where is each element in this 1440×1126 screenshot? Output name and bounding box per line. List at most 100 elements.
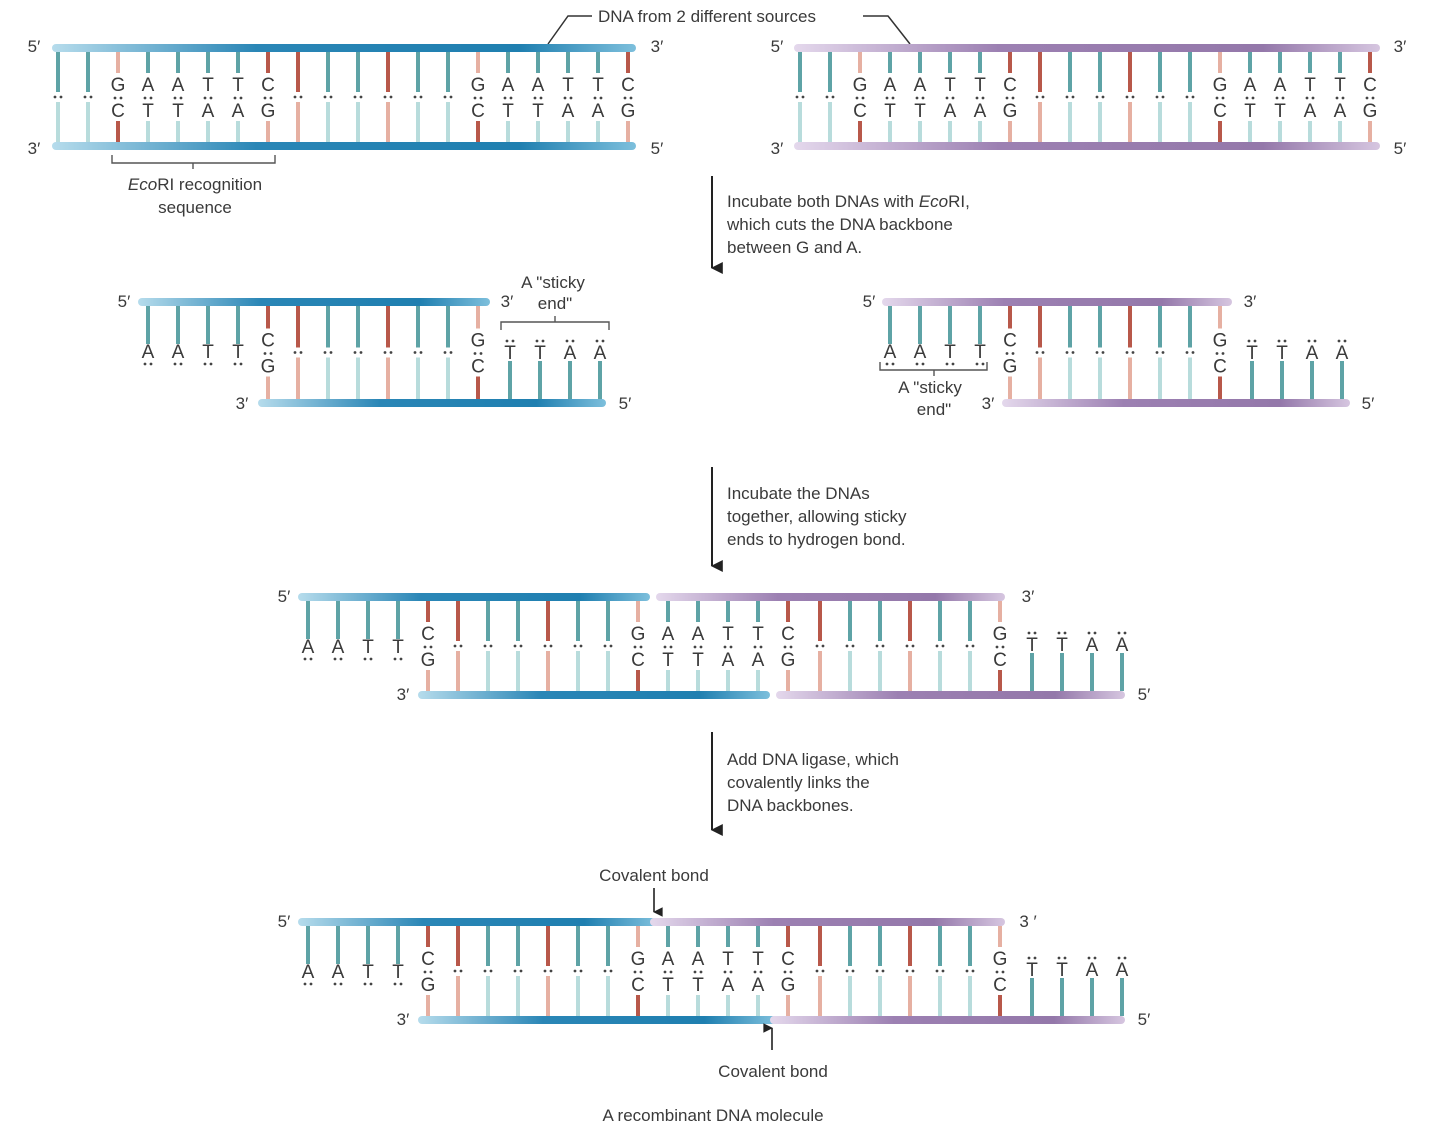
covalent-bond-label-bottom: Covalent bond <box>718 1062 828 1081</box>
ligated-bottom-strand-blue <box>418 1016 776 1024</box>
label-5prime: 5′ <box>771 37 784 56</box>
dna-sources-leader-left <box>547 15 592 45</box>
label-5prime: 5′ <box>1394 139 1407 158</box>
hydrogen-bond-dots <box>519 644 523 648</box>
hydrogen-bond-dots <box>639 970 643 974</box>
step-2-note-line: ends to hydrogen bond. <box>727 530 906 549</box>
overhang-base: T <box>1056 635 1068 656</box>
overhang-dots <box>1277 339 1281 343</box>
hydrogen-bond-dots <box>1191 95 1195 99</box>
hydrogen-bond-dots <box>519 969 523 973</box>
base-letter-bottom: T <box>692 975 704 996</box>
hydrogen-bond-dots <box>845 644 849 648</box>
hydrogen-bond-dots <box>875 644 879 648</box>
hydrogen-bond-dots <box>1215 352 1219 355</box>
overhang-dots <box>149 362 153 366</box>
label-5prime: 5′ <box>619 394 632 413</box>
overhang-dots <box>1087 631 1091 635</box>
hydrogen-bond-dots <box>699 645 703 649</box>
base-letter-bottom: T <box>914 101 926 122</box>
label-3prime: 3′ <box>397 685 410 704</box>
hydrogen-bond-dots <box>389 95 393 99</box>
base-letter-top: G <box>471 75 486 96</box>
hydrogen-bond-dots <box>323 351 327 354</box>
purple-dna-bottom-strand <box>794 142 1380 150</box>
overhang-dots <box>595 339 599 343</box>
base-letter-bottom: G <box>421 650 436 671</box>
hydrogen-bond-dots <box>915 96 919 100</box>
overhang-dots <box>601 339 605 343</box>
hydrogen-bond-dots <box>663 970 667 974</box>
base-letter-top: G <box>111 75 126 96</box>
step-note-segment: DNA backbones. <box>727 796 854 815</box>
purple-dna-top-strand <box>794 44 1380 52</box>
hydrogen-bond-dots <box>473 96 477 100</box>
hydrogen-bond-dots <box>905 969 909 973</box>
base-letter-top: C <box>1003 331 1017 352</box>
hydrogen-bond-dots <box>1275 96 1279 100</box>
hydrogen-bond-dots <box>1221 352 1225 355</box>
overhang-dots <box>1033 956 1037 960</box>
annealed-top-strand-blue <box>298 593 650 601</box>
hydrogen-bond-dots <box>825 95 829 99</box>
overhang-dots <box>203 362 207 366</box>
hydrogen-bond-dots <box>413 351 417 354</box>
hydrogen-bond-dots <box>753 970 757 974</box>
overhang-dots <box>339 657 343 661</box>
step-note-segment: RI, <box>948 192 970 211</box>
hydrogen-bond-dots <box>759 645 763 649</box>
hydrogen-bond-dots <box>293 95 297 99</box>
hydrogen-bond-dots <box>921 96 925 100</box>
base-letter-bottom: C <box>631 650 645 671</box>
hydrogen-bond-dots <box>329 95 333 99</box>
hydrogen-bond-dots <box>831 95 835 99</box>
base-letter-top: T <box>944 75 956 96</box>
overhang-base: T <box>1246 343 1258 364</box>
hydrogen-bond-dots <box>1065 95 1069 99</box>
overhang-dots <box>1253 339 1257 343</box>
step-1-note-line: which cuts the DNA backbone <box>726 215 953 234</box>
hydrogen-bond-dots <box>543 969 547 973</box>
overhang-base: A <box>172 342 185 363</box>
label-3prime: 3′ <box>651 37 664 56</box>
overhang-base: T <box>232 342 244 363</box>
hydrogen-bond-dots <box>663 645 667 649</box>
base-letter-bottom: C <box>111 101 125 122</box>
hydrogen-bond-dots <box>821 644 825 648</box>
overhang-base: A <box>884 342 897 363</box>
hydrogen-bond-dots <box>1065 351 1069 354</box>
blue-fragment-bottom-strand <box>258 399 606 407</box>
overhang-base: A <box>1086 635 1099 656</box>
hydrogen-bond-dots <box>299 351 303 354</box>
overhang-dots <box>1027 631 1031 635</box>
hydrogen-bond-dots <box>459 969 463 973</box>
overhang-dots <box>1337 339 1341 343</box>
base-letter-bottom: A <box>752 650 765 671</box>
base-letter-bottom: A <box>752 975 765 996</box>
base-letter-top: T <box>1334 75 1346 96</box>
hydrogen-bond-dots <box>1251 96 1255 100</box>
base-letter-top: G <box>993 949 1008 970</box>
label-5prime: 5′ <box>1138 1010 1151 1029</box>
hydrogen-bond-dots <box>239 96 243 100</box>
hydrogen-bond-dots <box>569 96 573 100</box>
overhang-base: T <box>1026 635 1038 656</box>
hydrogen-bond-dots <box>881 969 885 973</box>
hydrogen-bond-dots <box>669 645 673 649</box>
hydrogen-bond-dots <box>443 351 447 354</box>
hydrogen-bond-dots <box>1341 96 1345 100</box>
hydrogen-bond-dots <box>329 351 333 354</box>
hydrogen-bond-dots <box>1131 351 1135 354</box>
overhang-dots <box>1313 339 1317 343</box>
hydrogen-bond-dots <box>423 645 427 649</box>
base-letter-bottom: C <box>1213 357 1227 378</box>
base-letter-bottom: A <box>1334 101 1347 122</box>
overhang-dots <box>369 657 373 661</box>
sticky-end-label-1b: end" <box>538 294 572 313</box>
base-letter-bottom: A <box>944 101 957 122</box>
base-letter-top: A <box>532 75 545 96</box>
hydrogen-bond-dots <box>489 969 493 973</box>
base-letter-top: C <box>621 75 635 96</box>
